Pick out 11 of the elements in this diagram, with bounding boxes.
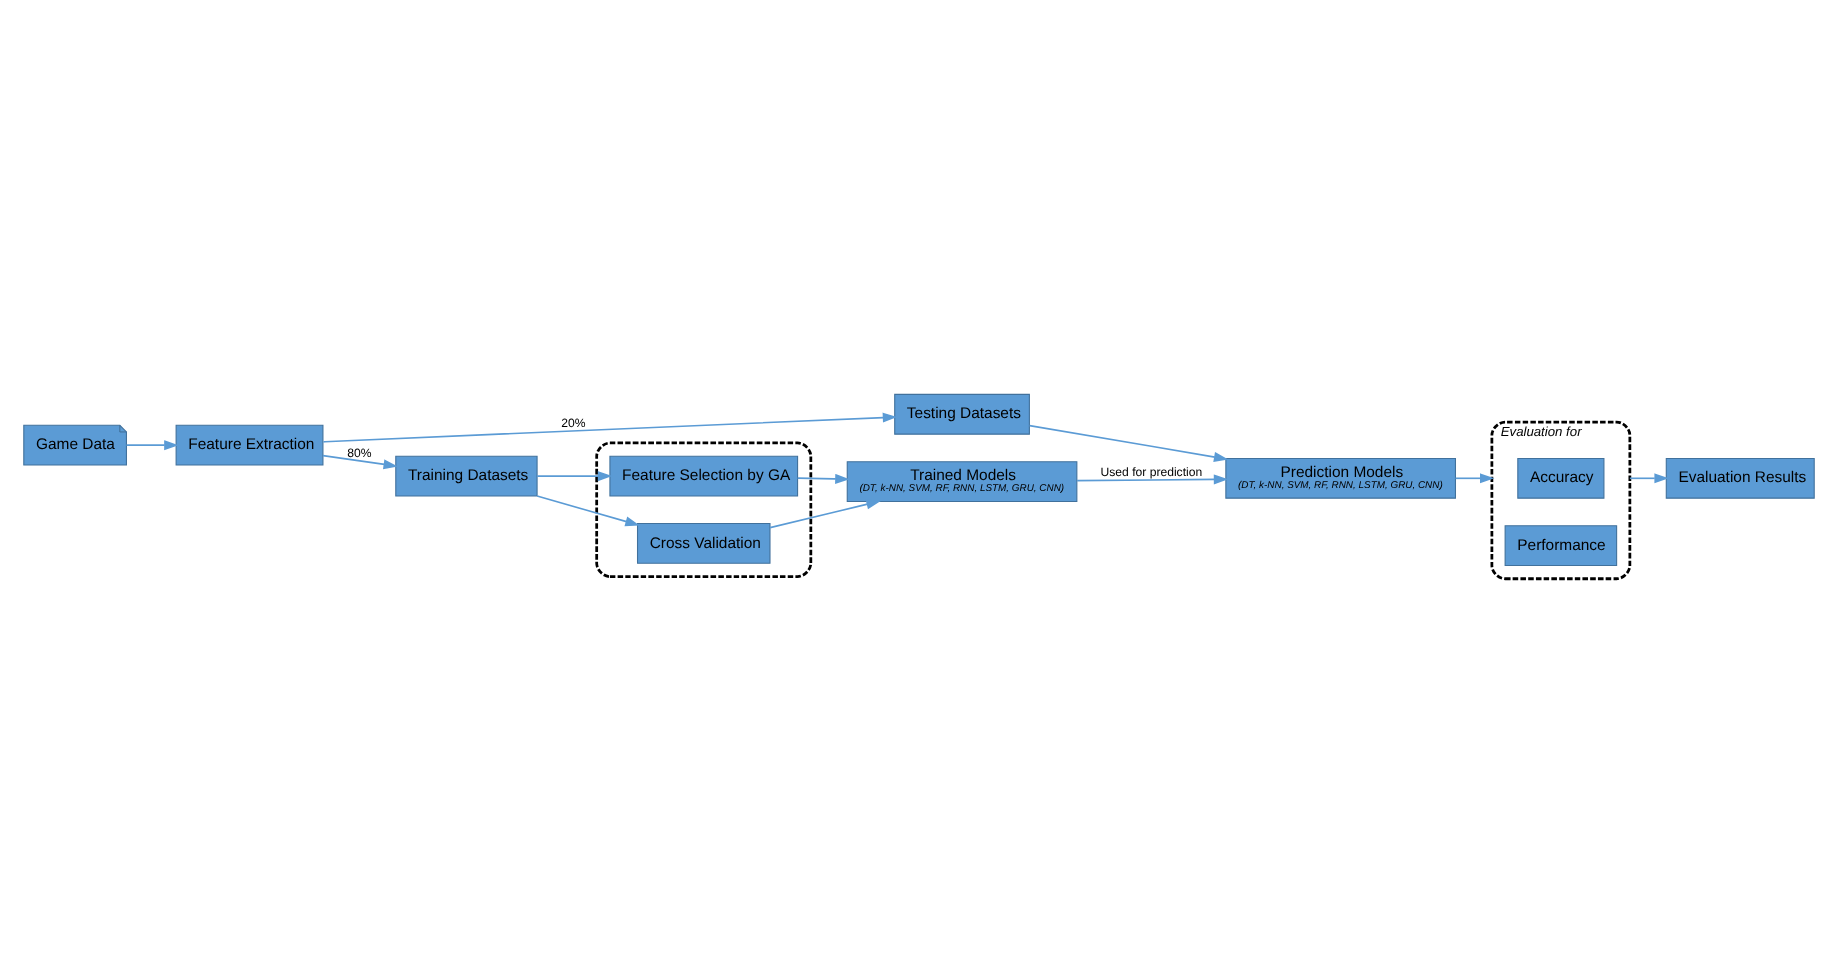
arrow (125, 439, 179, 450)
arrow (536, 494, 640, 526)
arrow (322, 411, 898, 442)
arrow (1076, 473, 1229, 484)
arrow (536, 470, 613, 481)
arrow (1028, 423, 1229, 461)
arrow (769, 498, 881, 528)
arrow (796, 472, 850, 483)
arrow (1454, 472, 1495, 483)
arrow (1629, 472, 1669, 483)
arrow (322, 453, 398, 469)
